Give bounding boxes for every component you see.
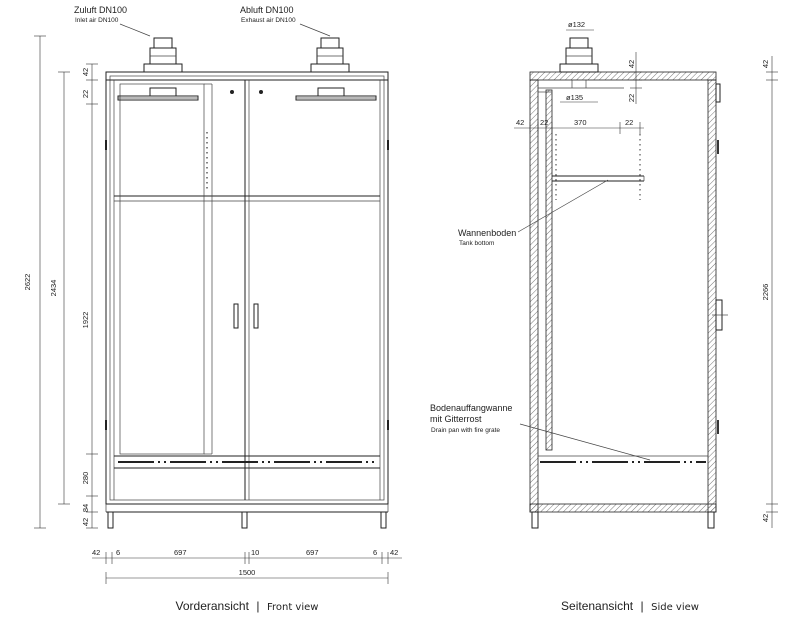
side-title-en: Side view	[651, 602, 699, 613]
dim-left-inner: 6	[116, 548, 120, 557]
dim-top: 42	[81, 68, 90, 76]
label-drain-pan-2: mit Gitterrost	[430, 414, 482, 424]
dim-side-top-right: 42	[761, 60, 770, 68]
label-drain-pan: Bodenauffangwanne	[430, 403, 512, 413]
dim-side-top: 42	[627, 60, 636, 68]
dim-right-outer: 42	[390, 548, 398, 557]
foot	[380, 511, 387, 529]
dim-total-height: 2622	[23, 274, 32, 291]
dim-diameter-inner: ø135	[566, 93, 583, 102]
side-bottom-slab	[529, 503, 717, 513]
foot	[107, 511, 114, 529]
dim-side-left-outer: 42	[516, 118, 524, 127]
dim-gap: 10	[251, 548, 259, 557]
handle-right	[253, 303, 259, 329]
side-top-slab	[529, 71, 717, 81]
foot	[241, 511, 248, 529]
dim-diameter-outer: ø132	[568, 20, 585, 29]
dim-side-upper: 22	[627, 94, 636, 102]
dim-total-width: 1500	[239, 568, 256, 577]
side-inner-wall	[545, 89, 553, 451]
dim-tank: 280	[81, 472, 90, 485]
side-title-de: Seitenansicht	[561, 599, 634, 613]
dim-side-right-inner: 22	[625, 118, 633, 127]
label-tank-bottom-en: Tank bottom	[459, 240, 494, 247]
side-view: ø132 ø135 42 22 42 22 370 22 42 2266 42 …	[430, 20, 778, 614]
dim-door-left: 697	[174, 548, 187, 557]
dim-side-shelf: 370	[574, 118, 587, 127]
dim-side-left-inner: 22	[540, 118, 548, 127]
label-tank-bottom: Wannenboden	[458, 228, 516, 238]
front-title-separator: |	[256, 599, 259, 613]
dim-upper: 22	[81, 90, 90, 98]
foot	[531, 511, 539, 529]
dim-side-height: 2266	[761, 284, 770, 301]
duct-supply	[143, 37, 183, 73]
front-title-en: Front view	[267, 602, 319, 613]
label-supply-air: Zuluft DN100	[74, 5, 127, 15]
front-cabinet-inner	[109, 75, 385, 501]
handle-left	[233, 303, 239, 329]
side-right-wall	[707, 79, 717, 513]
dim-right-inner: 6	[373, 548, 377, 557]
side-view-title: Seitenansicht | Side view	[561, 597, 699, 614]
inner-panel-left	[119, 83, 205, 455]
label-exhaust-air: Abluft DN100	[240, 5, 294, 15]
side-left-wall	[529, 79, 539, 513]
dim-side-bottom-right: 42	[761, 514, 770, 522]
front-view: Zuluft DN100 Inlet air DN100 Abluft DN10…	[23, 5, 402, 614]
dim-main: 1922	[81, 312, 90, 329]
dim-base1: 84	[81, 504, 90, 512]
foot	[707, 511, 715, 529]
lock-icon-right	[259, 90, 263, 94]
dim-body-height: 2434	[49, 280, 58, 297]
dim-door-right: 697	[306, 548, 319, 557]
label-drain-pan-en: Drain pan with fire grate	[431, 427, 500, 434]
front-cabinet-outline	[105, 71, 389, 505]
side-duct	[559, 37, 599, 88]
label-supply-air-en: Inlet air DN100	[75, 17, 119, 24]
duct-exhaust	[310, 37, 350, 73]
dim-base2: 42	[81, 518, 90, 526]
label-exhaust-air-en: Exhaust air DN100	[241, 17, 296, 24]
front-view-title: Vorderansicht | Front view	[176, 597, 319, 614]
front-title-de: Vorderansicht	[176, 599, 250, 613]
side-title-separator: |	[641, 599, 644, 613]
dim-left-outer: 42	[92, 548, 100, 557]
lock-icon-left	[230, 90, 234, 94]
